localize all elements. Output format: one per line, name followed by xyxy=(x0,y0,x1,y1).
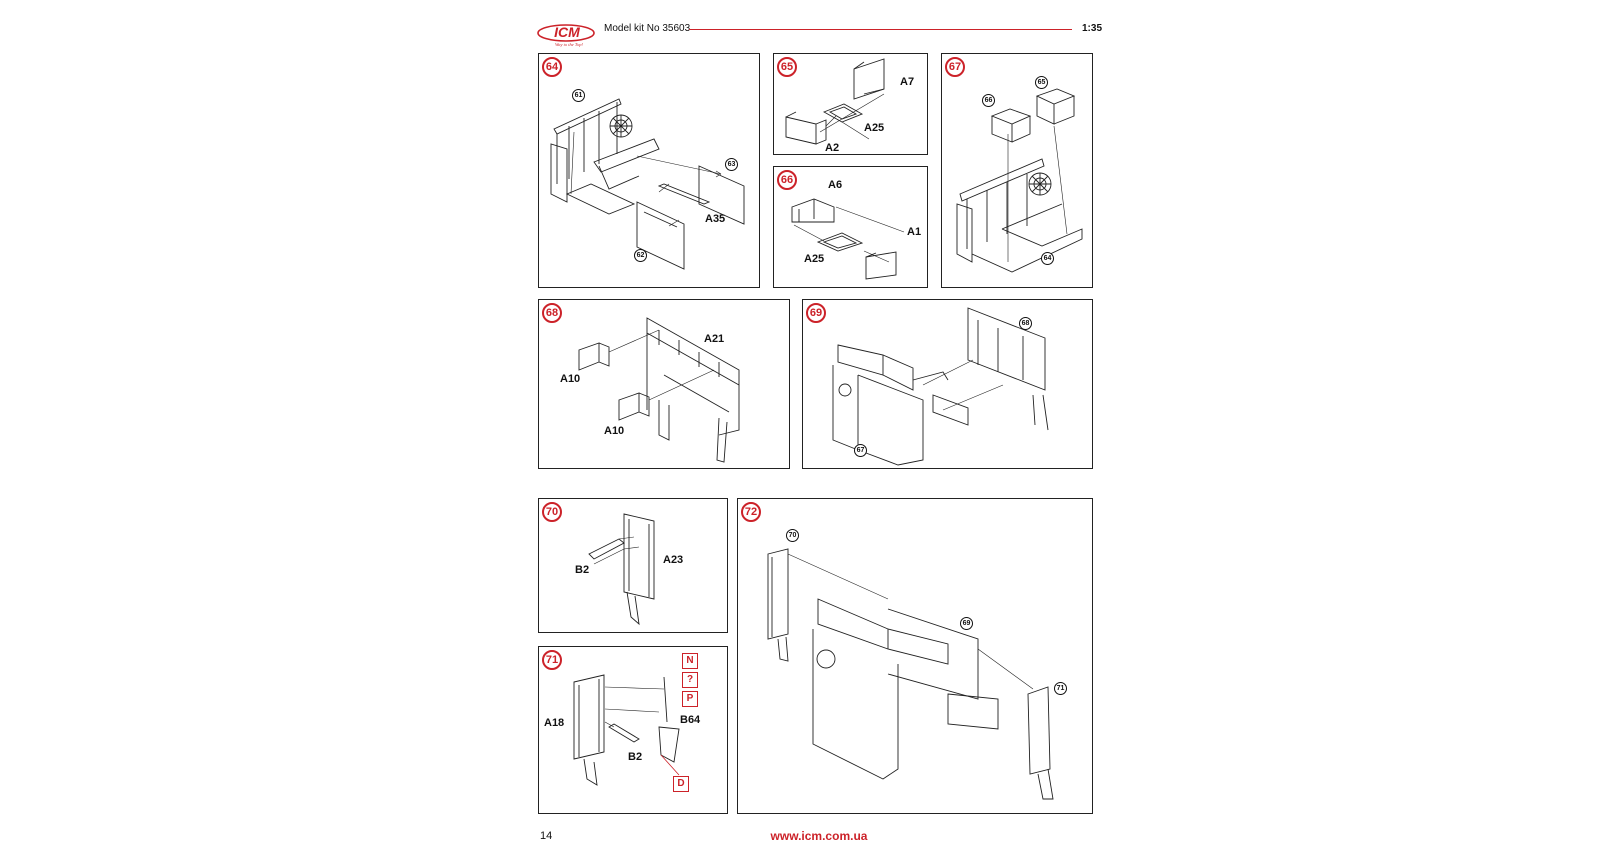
svg-text:ICM: ICM xyxy=(554,24,580,40)
instruction-page: ICM Way to the Top! Model kit No 35603 1… xyxy=(536,18,1102,850)
step-number: 64 xyxy=(542,57,562,77)
step-number: 69 xyxy=(806,303,826,323)
header-rule xyxy=(689,29,1072,30)
part-label: A23 xyxy=(663,554,684,566)
ref-circle: 66 xyxy=(982,94,995,107)
step-70-panel: 70 B2 A23 xyxy=(538,498,728,633)
step-67-panel: 67 66 65 64 xyxy=(941,53,1093,288)
part-label: A10 xyxy=(604,425,625,437)
website-link[interactable]: www.icm.com.ua xyxy=(770,829,868,843)
step-65-drawing xyxy=(785,58,885,145)
step-number: 71 xyxy=(542,650,562,670)
page-number: 14 xyxy=(540,830,553,842)
part-label: A25 xyxy=(864,122,885,134)
ref-circle: 61 xyxy=(572,89,585,102)
ref-circle: 70 xyxy=(786,529,799,542)
ref-circle: 67 xyxy=(854,444,867,457)
step-72-panel: 72 70 69 71 xyxy=(737,498,1093,814)
ref-circle: 62 xyxy=(634,249,647,262)
part-label: A10 xyxy=(560,373,581,385)
ref-circle: 63 xyxy=(725,158,738,171)
step-70-drawing xyxy=(588,513,655,626)
marker-n: N xyxy=(682,653,698,669)
step-number: 66 xyxy=(777,170,797,190)
part-label: B2 xyxy=(575,564,590,576)
svg-text:Way to the Top!: Way to the Top! xyxy=(555,42,584,47)
ref-circle: 69 xyxy=(960,617,973,630)
step-64-panel: 64 61 63 A35 62 xyxy=(538,53,760,288)
step-66-panel: 66 A6 A1 A25 xyxy=(773,166,928,288)
step-69-drawing xyxy=(832,307,1049,466)
step-number: 72 xyxy=(741,502,761,522)
step-64-drawing xyxy=(550,98,745,270)
icm-logo-icon: ICM Way to the Top! xyxy=(537,24,595,47)
part-label: B2 xyxy=(628,751,643,763)
part-label: A7 xyxy=(900,76,915,88)
step-69-panel: 69 68 67 xyxy=(802,299,1093,469)
step-number: 68 xyxy=(542,303,562,323)
part-label: A2 xyxy=(825,142,840,154)
marker-p: P xyxy=(682,691,698,707)
step-68-drawing xyxy=(578,317,740,463)
marker-question: ? xyxy=(682,672,698,688)
marker-d: D xyxy=(673,776,689,792)
step-number: 65 xyxy=(777,57,797,77)
scale-label: 1:35 xyxy=(1081,23,1102,34)
part-label: A1 xyxy=(907,226,922,238)
step-68-panel: 68 A21 A10 A10 xyxy=(538,299,790,469)
part-label: A35 xyxy=(705,213,726,225)
part-label: A6 xyxy=(828,179,843,191)
kit-number: Model kit No 35603 xyxy=(604,23,691,34)
step-65-panel: 65 A7 A25 A2 xyxy=(773,53,928,155)
part-label: A21 xyxy=(704,333,725,345)
ref-circle: 65 xyxy=(1035,76,1048,89)
step-72-drawing xyxy=(767,548,1054,800)
ref-circle: 71 xyxy=(1054,682,1067,695)
step-67-drawing xyxy=(956,88,1083,273)
ref-circle: 64 xyxy=(1041,252,1054,265)
step-71-drawing xyxy=(573,674,680,786)
step-71-panel: 71 A18 B64 B2 N ? P D xyxy=(538,646,728,814)
part-label: B64 xyxy=(680,714,701,726)
part-label: A25 xyxy=(804,253,825,265)
step-number: 67 xyxy=(945,57,965,77)
ref-circle: 68 xyxy=(1019,317,1032,330)
page-header: ICM Way to the Top! Model kit No 35603 1… xyxy=(536,18,1102,48)
step-number: 70 xyxy=(542,502,562,522)
part-label: A18 xyxy=(544,717,565,729)
step-66-drawing xyxy=(791,198,905,280)
